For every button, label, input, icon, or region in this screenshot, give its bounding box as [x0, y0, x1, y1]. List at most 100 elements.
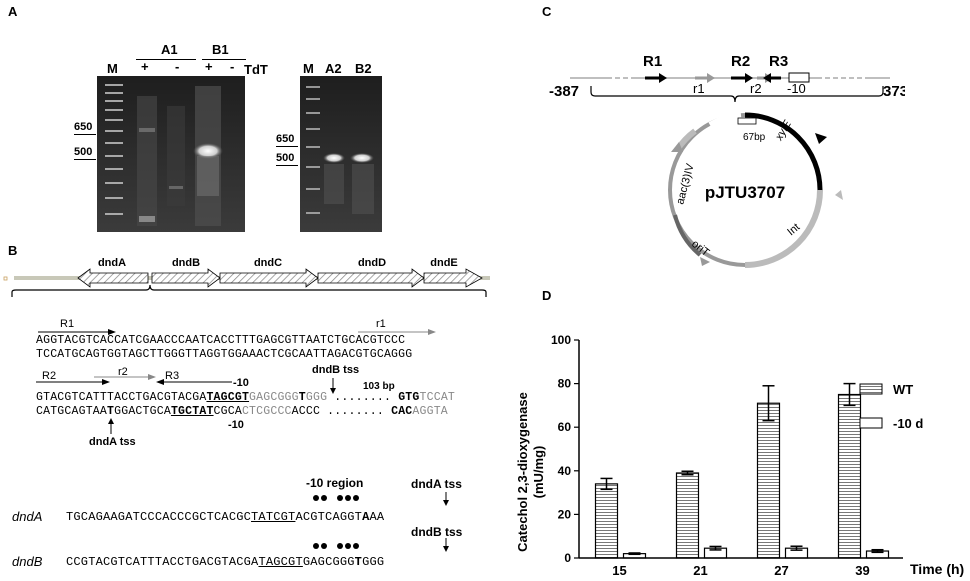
lane-minus: -: [175, 59, 180, 74]
bp67-label: 67bp: [743, 132, 766, 143]
primer-r2-small-label: r2: [750, 81, 762, 96]
bp103-label: 103 bp: [363, 381, 395, 392]
primer-r2-small-label: r2: [118, 366, 128, 378]
bar-wt: [837, 393, 862, 559]
lane-marker-m: M: [303, 61, 314, 76]
primer-r3-label: R3: [165, 370, 180, 382]
bar-wt: [594, 483, 619, 559]
legend-label-wt: WT: [893, 382, 913, 397]
y-axis-label-line2: (mU/mg): [531, 446, 546, 499]
divider: [136, 59, 196, 60]
legend-label-minus10: -10 d: [893, 416, 923, 431]
gene-label: dndB: [172, 257, 200, 269]
x-tick-label: 39: [855, 563, 869, 578]
gene-name-dndb: dndB: [12, 554, 43, 569]
minus10-region-label: -10 region: [306, 476, 364, 490]
y-tick-label: 100: [551, 333, 571, 347]
expansion-brace: [11, 284, 487, 297]
gene-label: dndD: [358, 257, 386, 269]
alignment-dnda: TGCAGAAGATCCCACCCGCTCACGCTATCGTACGTCAGGT…: [66, 510, 385, 524]
size-650: 650: [276, 133, 295, 145]
panel-d-bar-chart: 0 20 40 60 80 100 15 21 27 39 Catechol 2,3-dioxyg…: [515, 333, 964, 578]
int-label: Int: [785, 221, 802, 238]
conserved-dots-b: [313, 538, 449, 552]
y-tick-label: 0: [564, 551, 571, 565]
size-500: 500: [276, 152, 295, 164]
divider: [74, 134, 96, 135]
sequence-top-1: AGGTACGTCACCATCGAACCCAATCACCTTTGAGCGTTAA…: [36, 334, 406, 347]
x-tick-label: 21: [693, 563, 707, 578]
y-tick-label: 20: [558, 507, 572, 521]
size-500: 500: [74, 146, 93, 158]
sequence-top-2: GTACGTCATTTACCTGACGTACGATAGCGTGAGCGGGTGG…: [36, 391, 456, 404]
divider: [276, 146, 298, 147]
gel-image-right: [300, 76, 382, 232]
gene-arrow-dnde: [423, 268, 483, 288]
dndb-tss-label: dndB tss: [312, 364, 360, 376]
y-tick-label: 60: [558, 420, 572, 434]
gene-label: dndC: [254, 257, 282, 269]
alignment-dndb: CCGTACGTCATTTACCTGACGTACGATAGCGTGAGCGGGT…: [66, 555, 385, 569]
x-tick-label: 15: [612, 563, 626, 578]
lane-b2: B2: [355, 61, 372, 76]
gene-label: dndA: [98, 257, 126, 269]
gene-label: dndE: [430, 257, 458, 269]
minus10-label: -10: [787, 81, 806, 96]
plasmid-name: pJTU3707: [705, 183, 785, 202]
y-tick-label: 80: [558, 377, 572, 391]
gene-arrow-dndb: [151, 268, 221, 288]
lane-marker-m: M: [107, 61, 118, 76]
panel-label-d: D: [542, 288, 552, 303]
primer-arrows-2: [36, 374, 336, 394]
divider: [74, 159, 96, 160]
gene-name-dnda: dndA: [12, 509, 43, 524]
legend-swatch-wt: [859, 383, 883, 395]
x-tick-label: 27: [774, 563, 788, 578]
primer-r1-label: R1: [643, 53, 662, 70]
y-axis-label-line1: Catechol 2,3-dioxygenase: [515, 392, 530, 552]
dndb-tss-label: dndB tss: [411, 525, 463, 539]
primer-r1-small-label: r1: [376, 318, 386, 330]
dnda-tss-label: dndA tss: [411, 477, 462, 491]
minus10-label: -10: [233, 377, 249, 389]
panel-c-plasmid-map: R1 R2 R3 -387 373 r1 r2 -10 67bp xylE aa…: [549, 53, 905, 268]
bar-wt: [756, 402, 781, 559]
lane-a2: A2: [325, 61, 342, 76]
tdt-label: TdT: [244, 62, 268, 77]
gel-image-left: [97, 76, 245, 232]
conserved-dots-a: [313, 492, 449, 506]
legend-swatch-minus10: [859, 417, 883, 429]
minus10-label-bottom: -10: [228, 419, 244, 431]
sequence-bottom-1: TCCATGCAGTGGTAGCTTGGGTTAGGTGGAAACTCGCAAT…: [36, 348, 413, 361]
lane-plus: +: [141, 59, 149, 74]
primer-r3-label: R3: [769, 53, 788, 70]
gene-arrow-dndc: [219, 268, 319, 288]
lane-minus: -: [230, 59, 235, 74]
size-650: 650: [74, 121, 93, 133]
sequence-bottom-2: CATGCAGTAATGGACTGCATGCTATCGCACTCGCCCACCC…: [36, 405, 448, 418]
lane-plus: +: [205, 59, 213, 74]
bar-wt: [675, 472, 700, 559]
panel-label-b: B: [8, 243, 18, 258]
panel-label-c: C: [542, 4, 552, 19]
gene-arrow-dndd: [317, 268, 425, 288]
primer-r1-small-label: r1: [693, 81, 705, 96]
y-tick-label: 40: [558, 464, 572, 478]
gene-cluster-map: dndA dndB dndC dndD dndE: [3, 257, 490, 297]
lane-group-a1: A1: [161, 42, 178, 57]
gene-arrow-dnda: [77, 268, 149, 288]
aac-label: aac(3)IV: [674, 162, 697, 206]
primer-r2-label: R2: [42, 370, 57, 382]
primer-r2-label: R2: [731, 53, 750, 70]
divider: [202, 59, 246, 60]
dnda-tss-arrow: [108, 418, 114, 434]
coord-left: -387: [549, 83, 579, 100]
primer-r1-label: R1: [60, 318, 75, 330]
coord-right: 373: [883, 83, 905, 100]
primer-arrows-1: [38, 329, 436, 335]
divider: [276, 165, 298, 166]
panel-label-a: A: [8, 4, 18, 19]
lane-group-b1: B1: [212, 42, 229, 57]
dnda-tss-label: dndA tss: [89, 436, 136, 448]
x-axis-label: Time (h): [910, 561, 964, 577]
